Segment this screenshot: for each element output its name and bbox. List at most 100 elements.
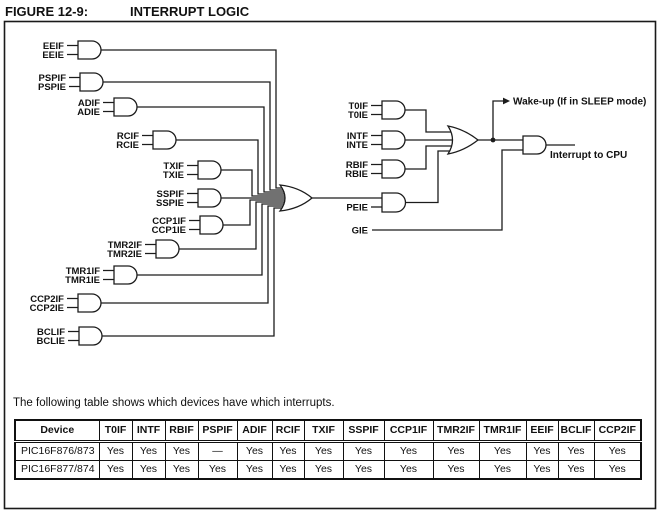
col-header-ccp1if: CCP1IF (383, 419, 434, 443)
wire-gie-to-final-and (372, 149, 523, 231)
wire-tmr2if-to-or (179, 201, 288, 250)
cell: Yes (557, 441, 595, 461)
cell: — (197, 441, 238, 461)
col-header-ccp2if: CCP2IF (593, 419, 642, 443)
label-tmr2if: TMR2IF (108, 240, 143, 251)
label-eeie: EEIE (42, 50, 64, 61)
label-sspie: SSPIE (156, 198, 184, 209)
gates (77, 40, 547, 346)
wire-rbif-to-or2 (405, 145, 456, 170)
wakeup-arrowhead-icon (503, 97, 510, 105)
cell: Yes (164, 441, 199, 461)
cell: Yes (303, 460, 344, 480)
figure-frame (3, 20, 657, 510)
signal-labels: EEIF EEIE PSPIF PSPIE ADIF ADIE RCIF RCI… (30, 41, 647, 347)
wire-tmr1if-to-or (137, 203, 288, 276)
label-ccp2ie: CCP2IE (30, 303, 64, 314)
table-header-row: Device T0IF INTF RBIF PSPIF ADIF RCIF TX… (14, 419, 642, 443)
cell: Yes (271, 441, 305, 461)
col-header-rcif: RCIF (271, 419, 305, 443)
wire-ccp1if-to-or (223, 199, 288, 226)
cell: Yes (131, 460, 166, 480)
table-intro-text: The following table shows which devices … (13, 397, 335, 409)
table-row: PIC16F876/873 Yes Yes Yes — Yes Yes Yes … (14, 441, 642, 461)
col-header-tmr1if: TMR1IF (478, 419, 527, 443)
cell: Yes (197, 460, 238, 480)
label-rcie: RCIE (116, 140, 139, 151)
wire-peie-and-to-or2 (405, 150, 456, 204)
and-gate-rcif (152, 130, 177, 150)
and-gate-tmr1if (113, 265, 138, 285)
wire-adif-to-or (137, 106, 288, 193)
col-header-sspif: SSPIF (342, 419, 385, 443)
cell: Yes (478, 441, 527, 461)
stubs-txif (187, 164, 198, 176)
and-gate-adif (113, 97, 138, 117)
device-interrupt-table: Device T0IF INTF RBIF PSPIF ADIF RCIF TX… (14, 419, 642, 480)
label-tmr1ie: TMR1IE (65, 275, 100, 286)
and-gate-t0if (381, 100, 406, 120)
cell: Yes (342, 460, 385, 480)
stubs-sspif (187, 192, 198, 204)
cell: Yes (593, 441, 642, 461)
col-header-adif: ADIF (236, 419, 273, 443)
col-header-device: Device (14, 419, 100, 443)
and-gate-bclif (78, 326, 103, 346)
label-pspif: PSPIF (39, 73, 67, 84)
table-row: PIC16F877/874 Yes Yes Yes Yes Yes Yes Ye… (14, 460, 642, 480)
label-ccp1ie: CCP1IE (152, 225, 186, 236)
cell: Yes (342, 441, 385, 461)
stubs-pspif (69, 76, 80, 88)
wire-wakeup-branch (492, 100, 504, 140)
stubs-intf (371, 134, 382, 146)
label-txif: TXIF (163, 161, 184, 172)
junction-dot (490, 137, 496, 143)
and-gate-txif (197, 160, 222, 180)
label-adif: ADIF (78, 98, 100, 109)
and-gate-peie (381, 192, 407, 213)
cell: Yes (131, 441, 166, 461)
label-ccp1if: CCP1IF (152, 216, 186, 227)
figure-title-row: FIGURE 12-9: INTERRUPT LOGIC (0, 2, 662, 20)
label-t0ie: T0IE (348, 110, 368, 121)
wire-t0if-to-or2 (405, 109, 456, 133)
wire-ccp2if-to-or (101, 205, 288, 304)
figure-number: FIGURE 12-9: (5, 4, 89, 19)
cell: Yes (236, 441, 273, 461)
wire-rcif-to-or (176, 139, 288, 195)
label-ccp2if: CCP2IF (30, 294, 64, 305)
figure-title: INTERRUPT LOGIC (130, 4, 250, 19)
label-adie: ADIE (77, 107, 100, 118)
label-txie: TXIE (163, 170, 184, 181)
label-sspif: SSPIF (157, 189, 185, 200)
stubs-ccp1if (189, 219, 200, 231)
and-gate-gie (522, 135, 547, 155)
col-header-pspif: PSPIF (197, 419, 238, 443)
wire-txif-to-or (221, 169, 288, 197)
col-header-intf: INTF (131, 419, 166, 443)
and-gate-intf (381, 130, 406, 150)
col-header-bclif: BCLIF (557, 419, 595, 443)
cell: Yes (383, 441, 434, 461)
stubs-rcif (142, 134, 153, 146)
wires (67, 44, 575, 342)
and-gate-ccp1if (199, 215, 224, 235)
label-eeif: EEIF (43, 41, 64, 52)
stubs-bclif (68, 330, 79, 342)
label-inte: INTE (346, 140, 368, 151)
wire-pspif-to-or (103, 81, 288, 191)
cell: Yes (98, 441, 133, 461)
label-bclie: BCLIE (37, 336, 66, 347)
label-gie: GIE (352, 226, 368, 237)
and-gate-pspif (79, 72, 104, 92)
cell: Yes (164, 460, 199, 480)
cell: Yes (432, 460, 480, 480)
label-peie: PEIE (346, 203, 368, 214)
or-gate-peripheral (278, 184, 314, 212)
label-pspie: PSPIE (38, 82, 66, 93)
stubs-rbif (371, 163, 382, 175)
cell: Yes (236, 460, 273, 480)
label-rbif: RBIF (346, 160, 368, 171)
